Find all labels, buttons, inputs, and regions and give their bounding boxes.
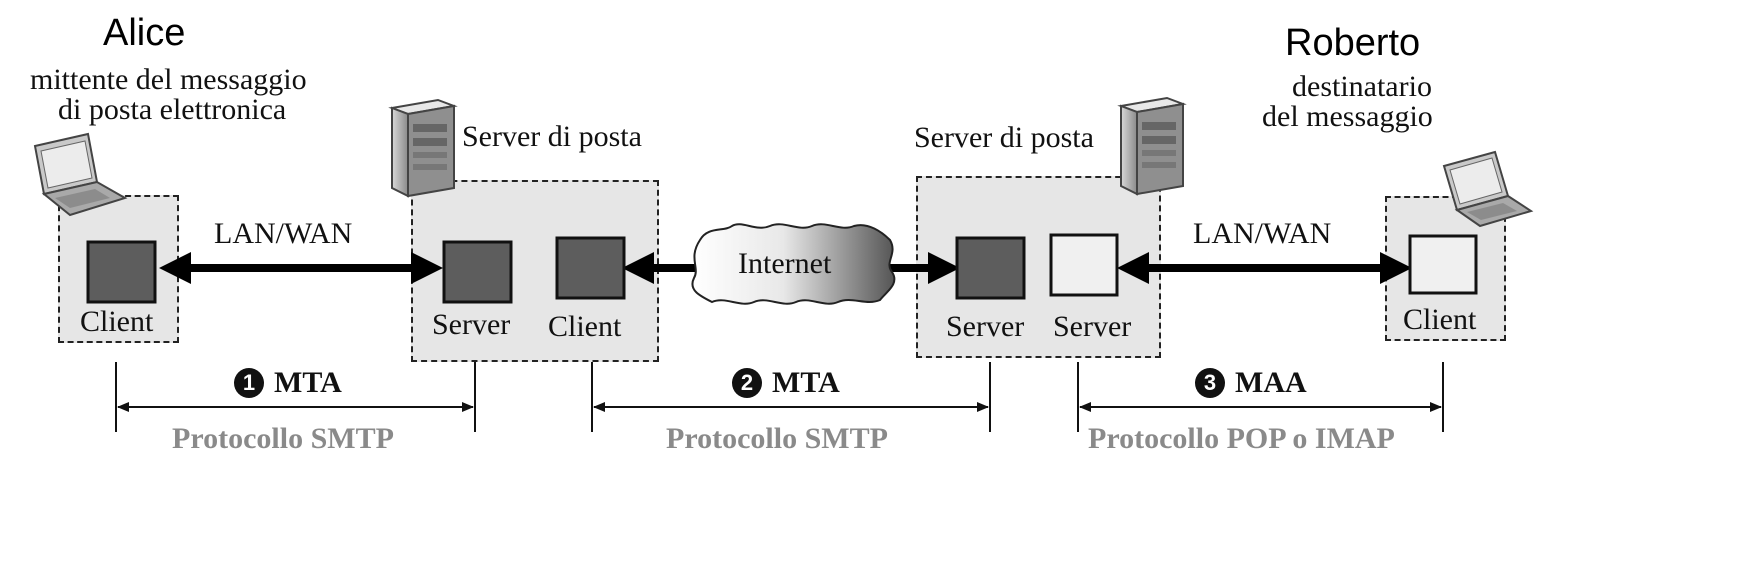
stage3-number-badge: 3 (1195, 368, 1225, 398)
stage2-number-badge: 2 (732, 368, 762, 398)
stage3-protocol: Protocollo POP o IMAP (1088, 422, 1395, 455)
stage1-agent: 1 MTA (234, 366, 342, 400)
mail-server-2-title: Server di posta (914, 121, 1094, 154)
sender-name: Alice (103, 12, 186, 54)
stage3-agent-label: MAA (1235, 366, 1307, 399)
server2-server-label-1: Server (946, 310, 1025, 343)
stage1-number-badge: 1 (234, 368, 264, 398)
laptop-icon (33, 132, 128, 217)
stage2-agent: 2 MTA (732, 366, 840, 400)
sender-description-line2: di posta elettronica (58, 93, 287, 126)
lan-wan-label-right: LAN/WAN (1193, 217, 1332, 250)
server1-smtp-server-node (442, 240, 513, 304)
stage2-agent-label: MTA (772, 366, 840, 399)
stage1-protocol: Protocollo SMTP (172, 422, 394, 455)
server-tower-icon (1117, 96, 1187, 196)
internet-label: Internet (738, 247, 832, 280)
internet-cloud (691, 223, 896, 305)
server2-smtp-server-node (955, 236, 1026, 300)
server2-server-label-2: Server (1053, 310, 1132, 343)
server2-access-server-node (1049, 233, 1119, 297)
receiver-client-label: Client (1403, 303, 1477, 336)
stage3-agent: 3 MAA (1195, 366, 1307, 400)
sender-client-label: Client (80, 305, 154, 338)
receiver-client-node (1408, 234, 1478, 295)
receiver-description-line1: destinatario (1292, 70, 1432, 103)
lan-wan-label-left: LAN/WAN (214, 217, 353, 250)
server-tower-icon (388, 98, 458, 198)
server1-client-label: Client (548, 310, 622, 343)
stage1-agent-label: MTA (274, 366, 342, 399)
receiver-description-line2: del messaggio (1262, 100, 1433, 133)
server1-server-label: Server (432, 308, 511, 341)
laptop-icon (1442, 150, 1534, 228)
server1-smtp-client-node (555, 236, 626, 300)
sender-description-line1: mittente del messaggio (30, 63, 307, 96)
receiver-name: Roberto (1285, 22, 1421, 64)
sender-client-node (86, 240, 157, 304)
stage2-protocol: Protocollo SMTP (666, 422, 888, 455)
mail-server-1-title: Server di posta (462, 120, 642, 153)
